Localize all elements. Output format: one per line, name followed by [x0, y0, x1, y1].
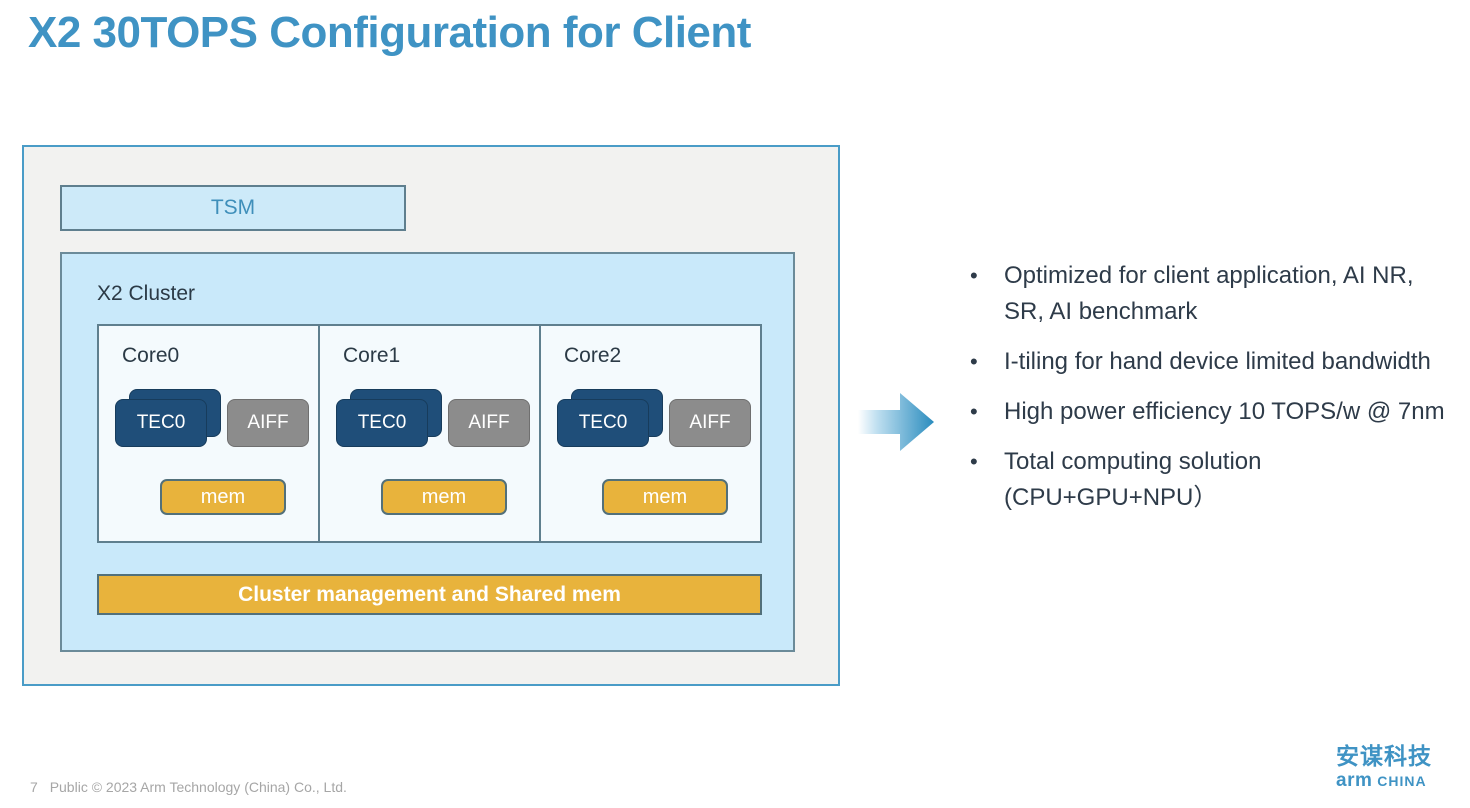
core-cell-0: Core0 TEC0 AIFF mem [99, 326, 320, 541]
aiff-block: AIFF [669, 399, 751, 447]
core-label: Core2 [564, 344, 622, 367]
aiff-block: AIFF [448, 399, 530, 447]
page-number: 7 [30, 779, 38, 795]
tec-label: TEC0 [115, 399, 207, 447]
logo-latin-text: arm CHINA [1336, 771, 1432, 790]
list-item-label: Total computing solution (CPU+GPU+NPU） [1004, 448, 1262, 511]
list-item: • Total computing solution (CPU+GPU+NPU） [963, 444, 1455, 516]
core-label: Core0 [122, 344, 180, 367]
tec-label: TEC0 [336, 399, 428, 447]
tec-stack-icon: TEC0 [557, 389, 665, 449]
right-arrow-icon [858, 389, 934, 455]
cluster-management-bar: Cluster management and Shared mem [97, 574, 762, 615]
tsm-label: TSM [210, 196, 256, 219]
architecture-diagram: TSM X2 Cluster Core0 TEC0 AIFF mem Core1… [22, 145, 840, 686]
feature-bullet-list: • Optimized for client application, AI N… [963, 258, 1455, 530]
list-item-label: Optimized for client application, AI NR,… [1004, 262, 1414, 325]
logo-region-text: CHINA [1372, 773, 1427, 789]
tec-label: TEC0 [557, 399, 649, 447]
bullet-marker-icon: • [970, 263, 978, 288]
cores-row: Core0 TEC0 AIFF mem Core1 TEC0 AIFF mem [97, 324, 762, 543]
arm-china-logo: 安谋科技 arm CHINA [1336, 743, 1432, 791]
list-item: • I-tiling for hand device limited bandw… [963, 344, 1455, 380]
bullet-marker-icon: • [970, 399, 978, 424]
footer: 7 Public © 2023 Arm Technology (China) C… [30, 779, 347, 795]
bullet-marker-icon: • [970, 449, 978, 474]
tec-stack-icon: TEC0 [336, 389, 444, 449]
bullet-marker-icon: • [970, 349, 978, 374]
mem-block: mem [160, 479, 286, 515]
mem-block: mem [381, 479, 507, 515]
list-item-label: I-tiling for hand device limited bandwid… [1004, 348, 1431, 375]
list-item: • Optimized for client application, AI N… [963, 258, 1455, 330]
core-cell-2: Core2 TEC0 AIFF mem [541, 326, 760, 541]
x2-cluster-block: X2 Cluster Core0 TEC0 AIFF mem Core1 TEC… [60, 252, 795, 652]
list-item-label: High power efficiency 10 TOPS/w @ 7nm [1004, 398, 1445, 425]
logo-brand-text: arm [1336, 770, 1373, 791]
mem-block: mem [602, 479, 728, 515]
tec-stack-icon: TEC0 [115, 389, 223, 449]
tsm-block: TSM [60, 185, 406, 231]
core-cell-1: Core1 TEC0 AIFF mem [320, 326, 541, 541]
copyright-text: Public © 2023 Arm Technology (China) Co.… [49, 779, 347, 795]
x2-cluster-label: X2 Cluster [97, 282, 196, 305]
aiff-block: AIFF [227, 399, 309, 447]
list-item: • High power efficiency 10 TOPS/w @ 7nm [963, 394, 1455, 430]
page-title: X2 30TOPS Configuration for Client [28, 8, 751, 57]
core-label: Core1 [343, 344, 401, 367]
logo-chinese-text: 安谋科技 [1336, 743, 1432, 769]
